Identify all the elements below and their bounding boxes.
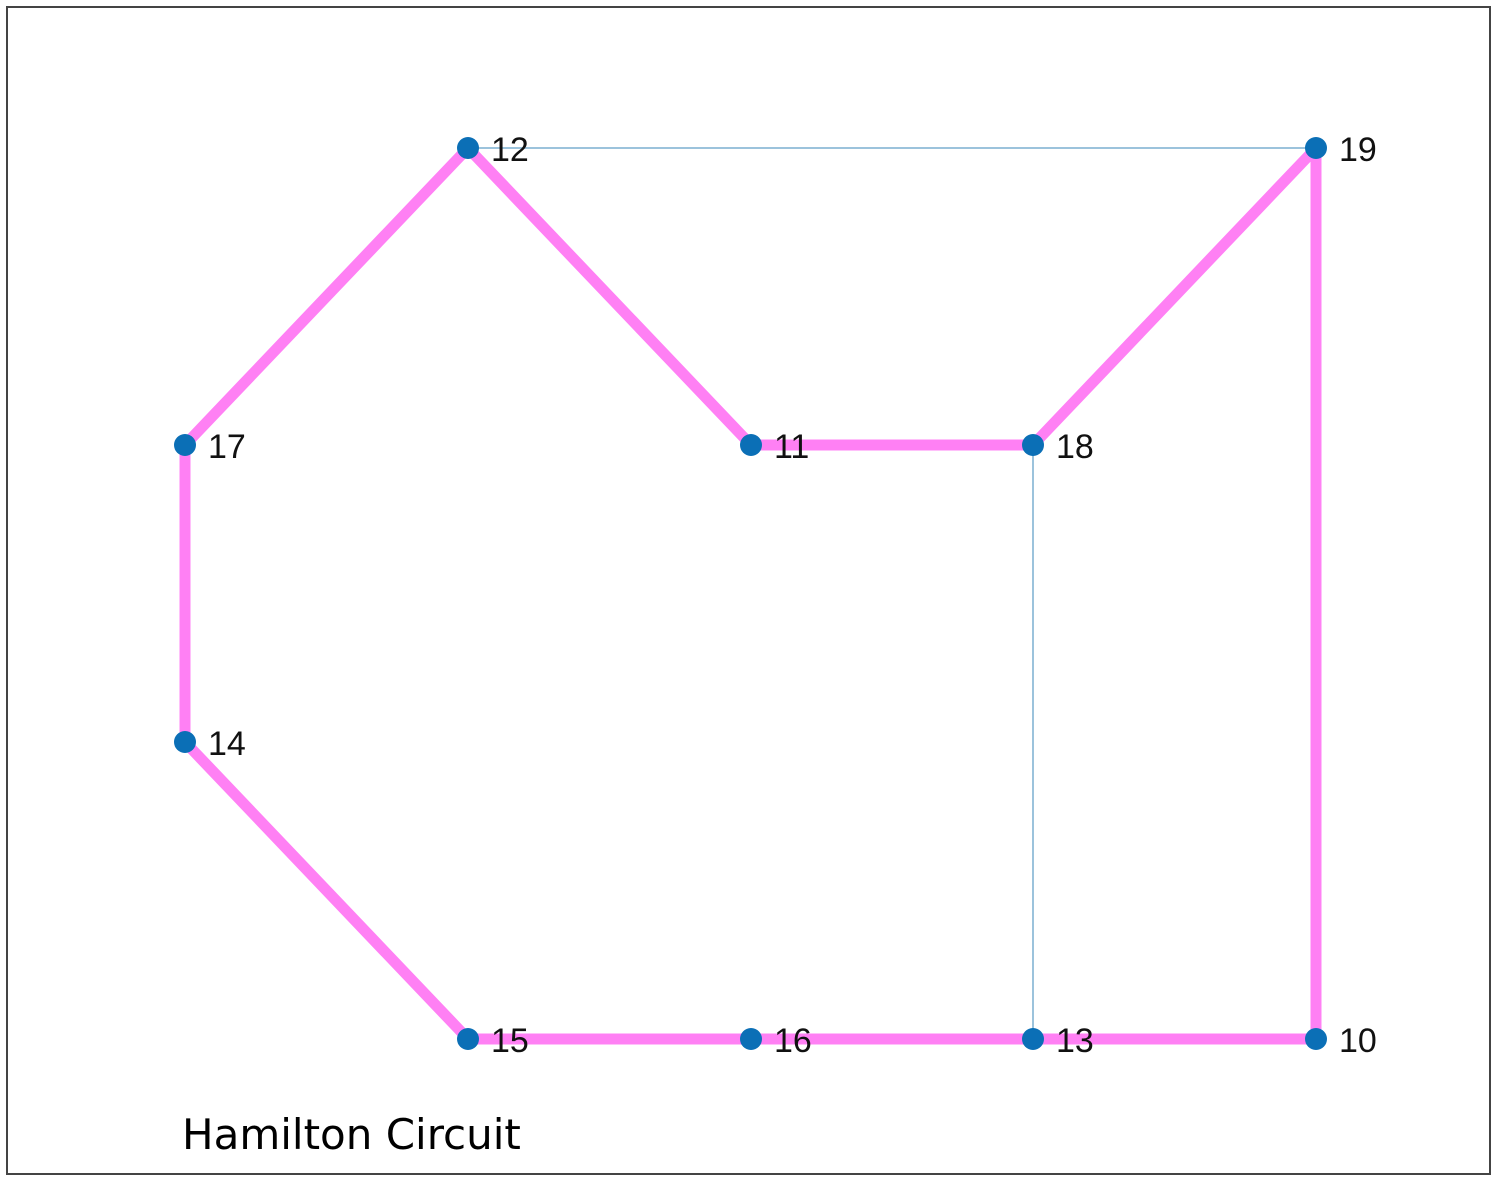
node-label-17: 17 [208,428,246,466]
circuit-edge-11-12 [462,142,757,451]
graph-nodes: 12 19 17 11 18 14 15 16 13 10 [174,131,1377,1060]
node-marker-13 [1022,1028,1044,1050]
circuit-edge-14-15 [179,736,474,1045]
node-marker-14 [174,731,196,753]
node-17: 17 [174,428,246,466]
node-label-11: 11 [774,428,809,466]
plain-edges [467,147,1317,1040]
node-18: 18 [1022,428,1094,466]
node-marker-11 [740,434,762,456]
node-label-16: 16 [774,1022,812,1060]
node-14: 14 [174,725,246,763]
diagram-frame [6,6,1491,1175]
node-11: 11 [740,428,809,466]
node-marker-10 [1305,1028,1327,1050]
node-label-14: 14 [208,725,246,763]
node-marker-16 [740,1028,762,1050]
node-label-19: 19 [1339,131,1377,169]
node-16: 16 [740,1022,812,1060]
node-13: 13 [1022,1022,1094,1060]
node-marker-12 [457,137,479,159]
node-label-12: 12 [491,131,529,169]
circuit-edge-12-17 [179,142,474,451]
node-12: 12 [457,131,529,169]
node-marker-15 [457,1028,479,1050]
diagram-caption: Hamilton Circuit [182,1110,521,1159]
node-10: 10 [1305,1022,1377,1060]
node-label-13: 13 [1056,1022,1094,1060]
node-15: 15 [457,1022,529,1060]
node-label-15: 15 [491,1022,529,1060]
node-marker-18 [1022,434,1044,456]
node-label-10: 10 [1339,1022,1377,1060]
node-19: 19 [1305,131,1377,169]
node-label-18: 18 [1056,428,1094,466]
circuit-edges [179,142,1322,1045]
node-marker-19 [1305,137,1327,159]
circuit-edge-19-18 [1027,142,1322,451]
node-marker-17 [174,434,196,456]
